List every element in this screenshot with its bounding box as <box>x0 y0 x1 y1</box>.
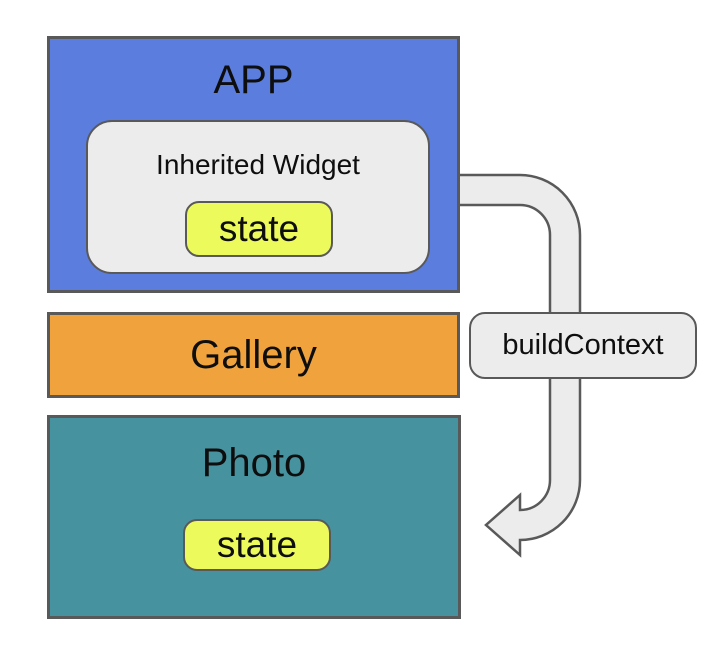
app-state-chip: state <box>185 201 333 257</box>
app-box-label: APP <box>213 58 294 102</box>
photo-box: Photo state <box>47 415 461 619</box>
photo-state-chip: state <box>183 519 331 571</box>
build-context-label: buildContext <box>469 312 697 379</box>
photo-state-label: state <box>216 524 298 565</box>
app-box: APP Inherited Widget state <box>47 36 460 293</box>
gallery-box-label: Gallery <box>190 332 317 377</box>
gallery-box: Gallery <box>47 312 460 398</box>
inherited-widget-box: Inherited Widget state <box>86 120 430 274</box>
inherited-widget-label: Inherited Widget <box>156 149 360 180</box>
build-context-text: buildContext <box>502 329 664 361</box>
app-state-label: state <box>218 208 300 249</box>
photo-box-label: Photo <box>201 441 307 485</box>
